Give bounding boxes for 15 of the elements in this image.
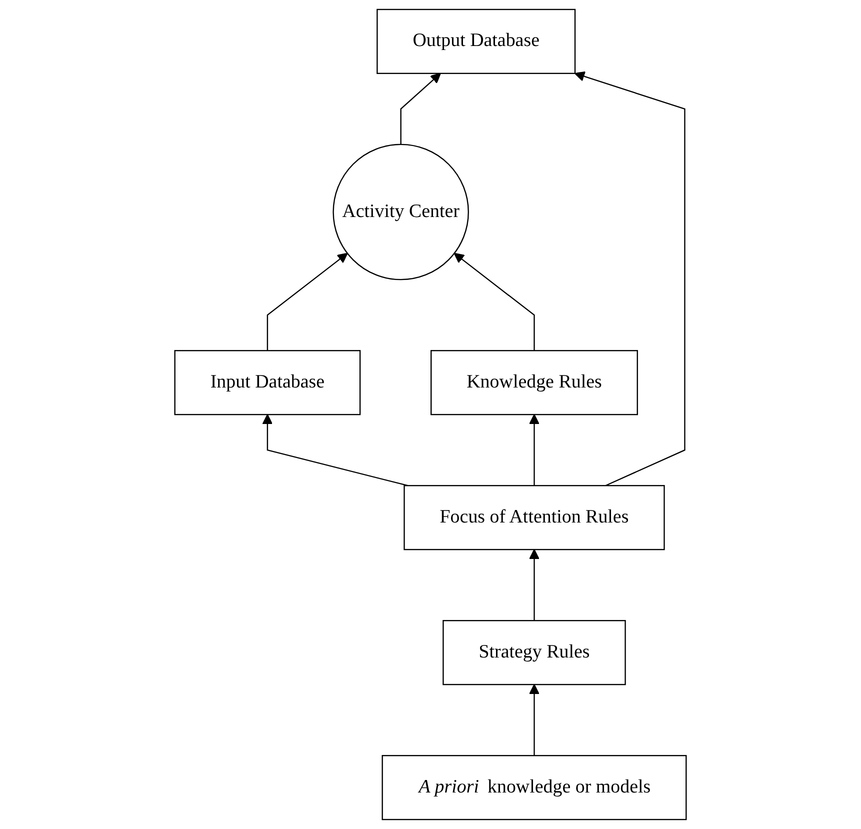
- arrow: [574, 71, 686, 486]
- node-circle: Activity Center: [332, 144, 469, 280]
- node-box: Strategy Rules: [442, 620, 626, 686]
- arrow: [400, 72, 441, 144]
- arrow: [454, 252, 535, 351]
- arrow: [529, 414, 540, 486]
- node-box: Input Database: [174, 350, 361, 416]
- arrow: [529, 684, 540, 756]
- arrow: [262, 414, 408, 486]
- node-box: Output Database: [376, 8, 576, 74]
- node-box: Focus of Attention Rules: [404, 485, 665, 550]
- arrow: [266, 252, 348, 351]
- node-box: Knowledge Rules: [430, 350, 638, 416]
- arrow: [529, 549, 540, 621]
- node-box: A priori knowledge or models: [382, 755, 687, 820]
